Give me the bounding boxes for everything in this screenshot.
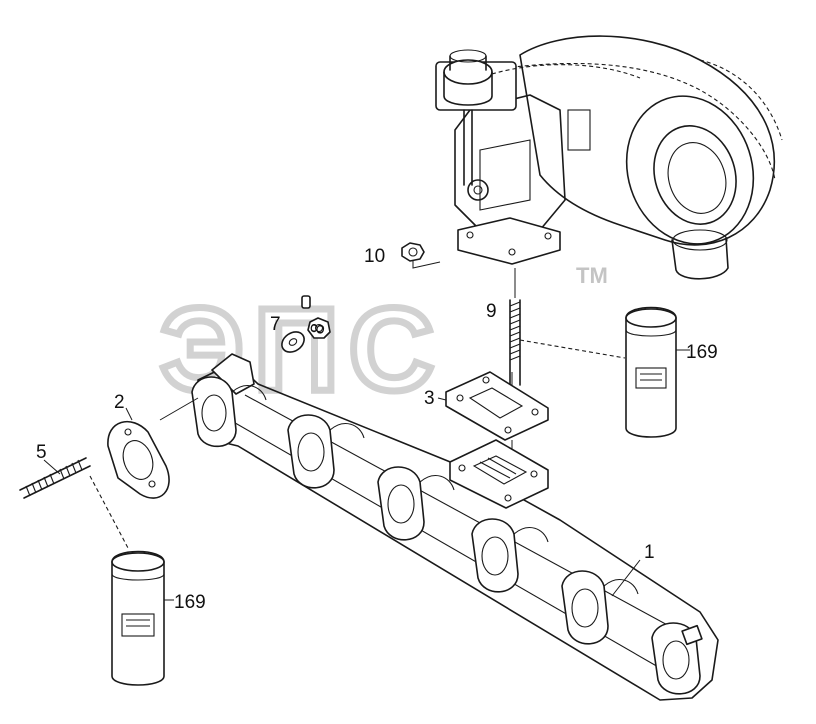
sealant-can-top <box>625 306 690 438</box>
port-flange-5 <box>561 570 609 645</box>
turbocharger <box>435 35 783 280</box>
nut-10 <box>401 242 441 269</box>
port-flange-1 <box>191 376 237 448</box>
port-flange-3 <box>377 466 425 541</box>
callout-10: 10 <box>364 246 385 267</box>
watermark-trademark: TM <box>576 263 608 288</box>
callout-2: 2 <box>114 392 125 413</box>
port-flange-4 <box>471 518 519 593</box>
callout-169-bottom: 169 <box>174 592 206 613</box>
port-flange-2 <box>287 414 335 489</box>
stud-5 <box>19 457 129 549</box>
callout-7: 7 <box>270 314 281 335</box>
gasket-2 <box>107 397 199 499</box>
callout-169-top: 169 <box>686 342 718 363</box>
callout-1: 1 <box>644 542 655 563</box>
washer-7 <box>281 331 305 353</box>
callout-9: 9 <box>486 301 497 322</box>
exhaust-manifold-1 <box>191 353 719 701</box>
nut-8 <box>307 317 331 339</box>
callout-5: 5 <box>36 442 47 463</box>
small-bolt <box>301 295 311 309</box>
callout-3: 3 <box>424 388 435 409</box>
callout-8: 8 <box>307 322 330 336</box>
stud-9 <box>509 268 626 386</box>
gasket-3 <box>437 371 549 460</box>
sealant-can-bottom <box>111 550 174 686</box>
